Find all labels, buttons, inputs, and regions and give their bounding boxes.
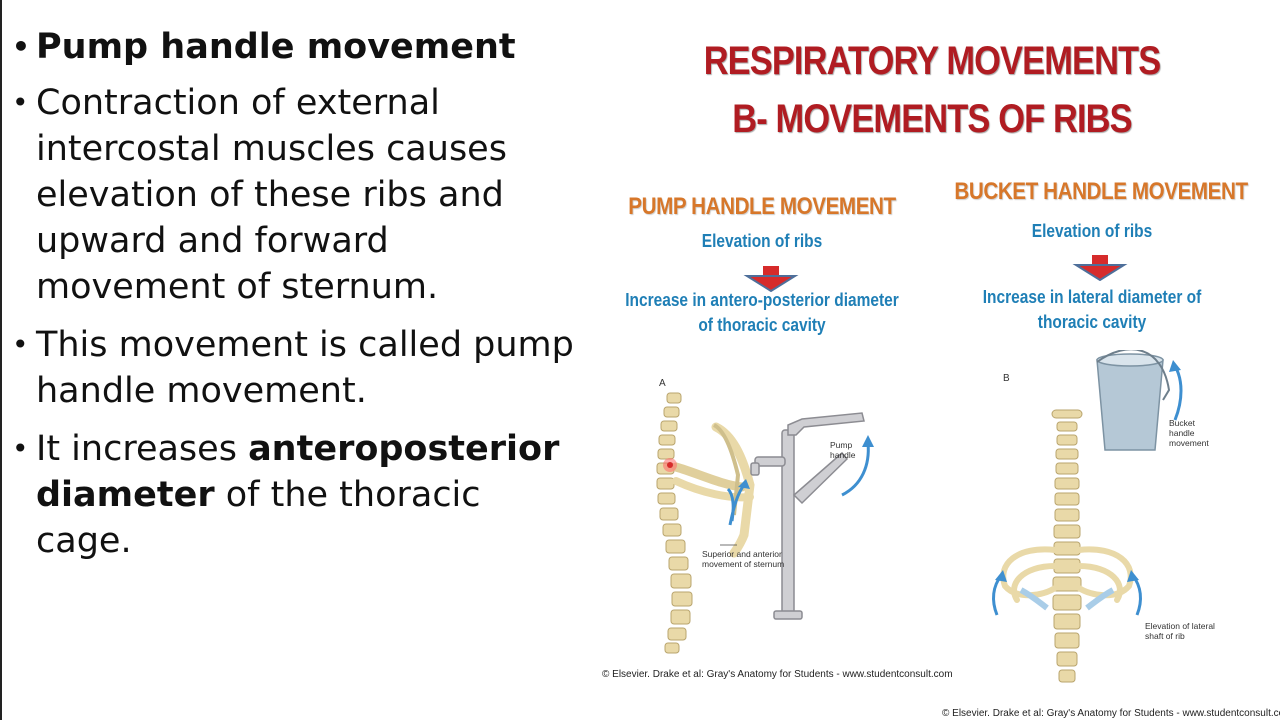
label-line: movement of sternum [702,559,785,569]
bucket-elevation-text: Elevation of ribs [1031,221,1153,241]
label-line: handle [830,450,856,460]
figure-letter-a: A [659,378,666,389]
pump-diameter-line-2: of thoracic cavity [698,315,826,335]
figure-letter-b: B [1003,373,1010,384]
water-pump-illustration [750,412,865,620]
bucket-handle-label: Bucket handle movement [1169,418,1209,448]
sternum-movement-label: Superior and anterior movement of sternu… [702,549,784,569]
bucket-diameter-line-2: thoracic cavity [1037,312,1147,332]
pump-heading: PUMP HANDLE MOVEMENT [628,193,896,220]
title-line-1: RESPIRATORY MOVEMENTS [703,39,1161,83]
bucket-diameter-text: Increase in lateral diameter of thoracic… [954,285,1229,335]
bucket-heading: BUCKET HANDLE MOVEMENT [954,178,1248,205]
pump-diameter-text: Increase in antero-posterior diameter of… [616,288,908,338]
bucket-illustration [1096,350,1171,451]
pump-elevation-text: Elevation of ribs [701,231,823,251]
bucket-copyright-caption: © Elsevier. Drake et al: Gray's Anatomy … [942,708,1280,719]
bullet-text: This movement is called pump handle move… [36,325,574,411]
lateral-rib-label: Elevation of lateral shaft of rib [1145,621,1215,641]
label-line: Bucket [1169,418,1195,428]
spine-illustration [656,392,693,654]
bullet-text: Contraction of external intercostal musc… [36,83,507,307]
label-line: handle [1169,428,1195,438]
bullet-heading: Pump handle movement [12,24,582,70]
pump-diameter-line-1: Increase in antero-posterior diameter [625,290,899,310]
label-line: Superior and anterior [702,549,782,559]
pump-handle-label: Pump handle [830,440,856,460]
pump-handle-figure [656,392,874,654]
label-line: Pump [830,440,853,450]
bullet-list: Pump handle movement Contraction of exte… [12,24,582,576]
bullet-item: This movement is called pump handle move… [12,322,582,414]
bucket-diameter-line-1: Increase in lateral diameter of [982,287,1202,307]
label-line: movement [1169,438,1209,448]
pump-down-arrow-icon [743,266,799,292]
title-line-2: B- MOVEMENTS OF RIBS [732,97,1132,141]
bullet-text: Pump handle movement [36,27,516,67]
slide-title: RESPIRATORY MOVEMENTS B- MOVEMENTS OF RI… [683,32,1182,148]
bullet-text: of the thoracic cage. [36,475,481,561]
bullet-text: It increases [36,429,249,469]
pump-copyright-caption: © Elsevier. Drake et al: Gray's Anatomy … [602,669,953,680]
bucket-handle-figure [992,350,1183,683]
label-line: shaft of rib [1145,631,1185,641]
bullet-bold-text: anteroposterior diameter [36,429,560,515]
bullet-item: Contraction of external intercostal musc… [12,80,582,310]
label-line: Elevation of lateral [1145,621,1215,631]
bucket-down-arrow-icon [1072,255,1128,281]
bullet-item: It increases anteroposterior diameter of… [12,426,582,564]
